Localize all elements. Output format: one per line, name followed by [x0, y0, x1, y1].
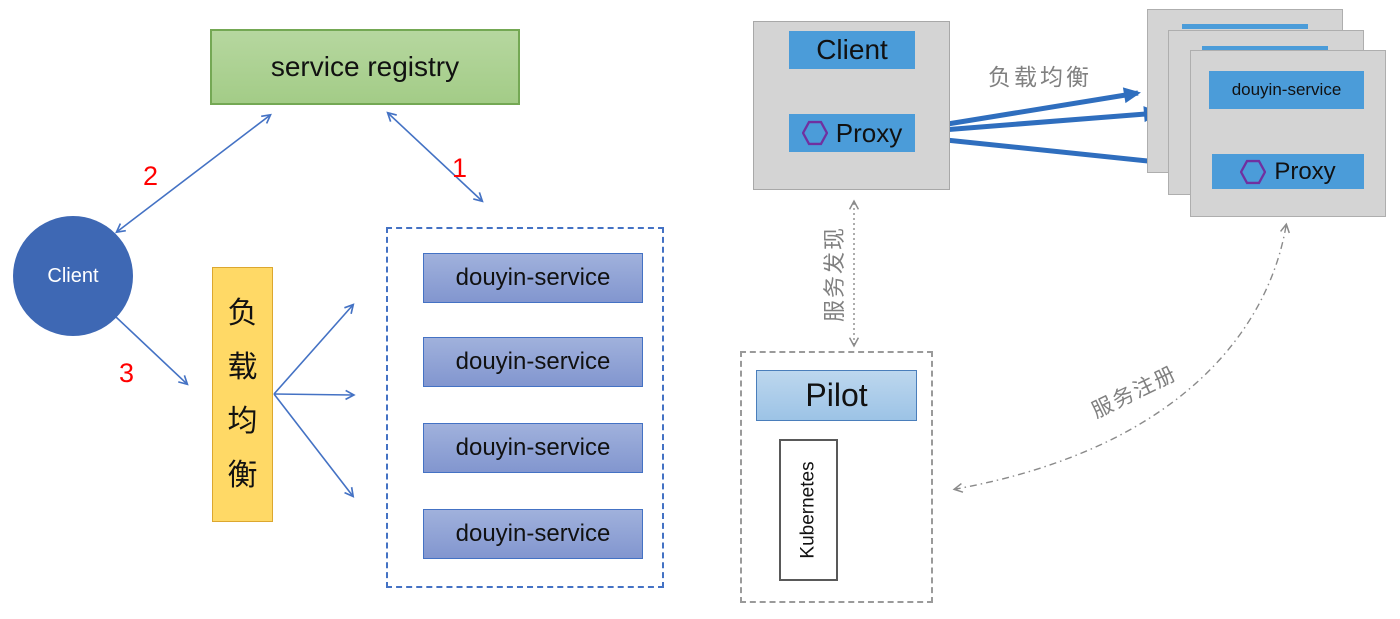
pilot-box: Pilot — [756, 370, 917, 421]
kubernetes-label: Kubernetes — [797, 461, 819, 559]
arrow-loadbalancer-service-3 — [273, 393, 355, 498]
service-card-back-strip — [1182, 24, 1308, 29]
pilot-label: Pilot — [805, 377, 868, 413]
step-3-label: 3 — [119, 358, 135, 388]
client-pod-panel: Client Proxy — [753, 21, 950, 190]
mesh-client-proxy-label: Proxy — [835, 117, 903, 148]
mesh-client-box: Client — [789, 31, 915, 69]
service-discovery-annotation: 服务发现 — [822, 226, 847, 323]
step-2-label: 2 — [143, 161, 159, 191]
mesh-service-proxy-label: Proxy — [1274, 157, 1336, 185]
douyin-service-box: douyin-service — [423, 253, 643, 303]
douyin-service-box: douyin-service — [423, 509, 643, 559]
arrow-client-registry — [115, 113, 272, 234]
arrow-service-registration — [952, 222, 1290, 493]
load-balancer-box: 负载均衡 — [212, 267, 273, 522]
pilot-panel: Pilot Kubernetes — [740, 351, 933, 603]
service-card-middle-strip — [1202, 46, 1328, 51]
arrow-loadbalancer-service-2 — [273, 389, 356, 401]
load-balancing-annotation: 负载均衡 — [988, 64, 1092, 90]
mesh-douyin-service-box: douyin-service — [1209, 71, 1364, 109]
mesh-service-proxy-box: Proxy — [1212, 154, 1364, 189]
mesh-client-label: Client — [816, 34, 888, 65]
arrow-loadbalancer-service-1 — [273, 303, 355, 395]
arrow-proxy-card-back — [916, 87, 1141, 132]
douyin-service-box: douyin-service — [423, 337, 643, 387]
step-1-label: 1 — [452, 153, 468, 183]
client-label: Client — [47, 264, 99, 287]
service-registry-box: service registry — [210, 29, 520, 105]
hexagon-icon — [1240, 159, 1267, 184]
service-registration-annotation: 服务注册 — [1088, 361, 1182, 423]
kubernetes-box: Kubernetes — [779, 439, 838, 581]
service-card-front: douyin-service Proxy — [1190, 50, 1386, 217]
service-registry-label: service registry — [270, 51, 460, 82]
service-pool-container: douyin-service douyin-service douyin-ser… — [386, 227, 664, 588]
mesh-douyin-service-label: douyin-service — [1231, 80, 1342, 99]
arrow-proxy-card-mid — [916, 106, 1161, 135]
arrow-registry-services — [386, 111, 484, 203]
hexagon-icon — [801, 120, 828, 146]
load-balancer-label: 负载均衡 — [227, 296, 258, 492]
mesh-client-proxy-box: Proxy — [789, 114, 915, 152]
douyin-service-box: douyin-service — [423, 423, 643, 473]
client-circle: Client — [13, 216, 133, 336]
